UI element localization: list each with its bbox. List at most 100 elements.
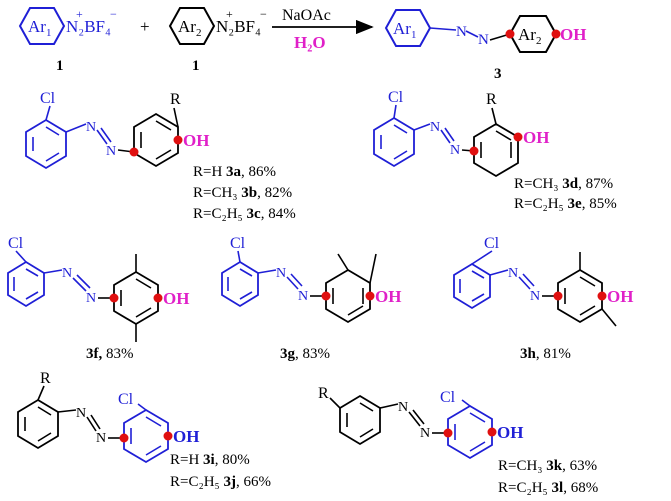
yield-line-3b: R=CH₃ 3b, 82% <box>193 185 292 201</box>
cl-bond <box>137 403 147 411</box>
attach-dot <box>119 433 129 443</box>
attach-dot <box>469 146 479 156</box>
oh-dot <box>487 427 497 437</box>
charge-plus-1: + <box>76 7 83 21</box>
attach-dot <box>553 291 563 301</box>
ring-ar2 <box>168 7 216 45</box>
azo-double-2 <box>412 409 425 425</box>
cl-label: Cl <box>8 235 24 252</box>
reaction-arrow: NaOAc H₂O <box>272 7 374 52</box>
r-bond <box>173 107 179 128</box>
azo-double-2 <box>444 127 455 142</box>
azo-n2: N <box>420 426 430 441</box>
yield-line-3a: R=H 3a, 86% <box>193 164 276 180</box>
charge-plus-2: + <box>226 7 233 21</box>
phenyl-inner <box>346 402 374 438</box>
azo-bond <box>379 403 399 409</box>
phenol-inner <box>140 120 172 160</box>
compound-group-3i-3j: R N N Cl OH R=H 3i, 80% R=C₂H₅ 3j, 66% <box>17 370 271 490</box>
r-bond <box>37 385 45 401</box>
r-label: R <box>486 91 497 108</box>
oh-dot <box>513 132 523 142</box>
cl-label: Cl <box>388 89 404 106</box>
cl-bond <box>15 250 27 263</box>
compound-number-1a: 1 <box>56 58 64 74</box>
methyl-1 <box>337 253 349 271</box>
azo-n2: N <box>478 32 489 48</box>
diazonium-salt-1: N₂BF₄ <box>66 17 111 36</box>
yield-line-3l: R=C₂H₅ 3l, 68% <box>498 480 598 496</box>
azo-double <box>440 129 451 144</box>
azo-n1: N <box>430 120 440 135</box>
oh-label: OH <box>375 287 401 306</box>
azo-double-2 <box>522 273 535 287</box>
azo-bond-1 <box>429 27 457 31</box>
solvent-water: H₂O <box>294 33 326 52</box>
azo-n2: N <box>450 143 460 158</box>
azo-double <box>86 416 97 432</box>
plus-sign: + <box>140 17 150 36</box>
product-ar2-label: Ar2 <box>518 25 541 47</box>
azo-n2: N <box>530 289 540 304</box>
azo-double <box>408 411 421 427</box>
phenol-inner <box>130 416 162 456</box>
charge-minus-1: − <box>110 7 117 21</box>
azo-n1: N <box>276 266 286 281</box>
reagent-1: Ar1 N₂BF₄ + − 1 <box>18 7 117 74</box>
oh-dot <box>551 29 561 39</box>
phenol-inner <box>120 278 152 318</box>
azo-n2: N <box>298 289 308 304</box>
ar2-label: Ar2 <box>178 17 201 39</box>
reagent-naoac: NaOAc <box>282 7 331 24</box>
azo-n1: N <box>508 266 518 281</box>
cl-label: Cl <box>118 391 134 408</box>
attach-dot <box>321 291 331 301</box>
yield-line-3k: R=CH₃ 3k, 63% <box>498 458 597 474</box>
oh-label: OH <box>497 423 523 442</box>
azo-n2: N <box>86 291 96 306</box>
r-label: R <box>40 370 51 387</box>
oh-label: OH <box>523 128 549 147</box>
yield-line-3e: R=C₂H₅ 3e, 85% <box>514 196 617 212</box>
azo-n1: N <box>76 406 86 421</box>
product-3: Ar1 N N Ar2 OH 3 <box>384 9 586 82</box>
oh-label: OH <box>183 131 209 150</box>
phenyl-inner <box>13 268 39 300</box>
compound-3h: Cl N N OH 3h, 81% <box>453 235 633 362</box>
r-bond <box>329 397 341 409</box>
oh-label: OH <box>173 427 199 446</box>
azo-n2: N <box>96 431 106 446</box>
product-oh: OH <box>560 25 586 44</box>
phenyl-inner <box>227 268 253 300</box>
oh-dot <box>173 135 183 145</box>
r-label: R <box>318 385 329 402</box>
phenol-inner <box>332 288 364 316</box>
compound-group-3a-3c: Cl N N R OH R=H 3a, 86% R=CH₃ 3b, 82% R=… <box>25 90 296 222</box>
diazonium-salt-2: N₂BF₄ <box>216 17 261 36</box>
yield-line-3c: R=C₂H₅ 3c, 84% <box>193 206 296 222</box>
phenol-ring <box>447 404 493 460</box>
methyl-2 <box>369 253 377 284</box>
phenyl-inner <box>32 126 60 162</box>
azo-double <box>518 276 531 290</box>
azo-bond <box>65 123 87 133</box>
phenyl-inner <box>459 270 485 302</box>
azo-bond <box>489 269 509 276</box>
salt-text: N₂BF₄ <box>66 17 111 36</box>
oh-dot <box>365 291 375 301</box>
r-bond <box>491 107 497 125</box>
oh-dot <box>153 293 163 303</box>
compound-3f: Cl N N OH 3f, 83% <box>7 235 189 362</box>
yield-3f: 3f, 83% <box>86 346 134 362</box>
azo-n1: N <box>456 24 467 40</box>
azo-double <box>72 277 87 292</box>
ring-product-ar1 <box>384 9 432 47</box>
azo-double <box>96 129 108 145</box>
oh-dot <box>163 431 173 441</box>
azo-n1: N <box>398 400 408 415</box>
ar1-label: Ar1 <box>28 17 51 39</box>
azo-double <box>286 276 299 290</box>
compound-group-3d-3e: Cl N N R OH R=CH₃ 3d, 87% R=C₂H₅ 3e, 85% <box>373 89 617 212</box>
charge-minus-2: − <box>260 7 267 21</box>
